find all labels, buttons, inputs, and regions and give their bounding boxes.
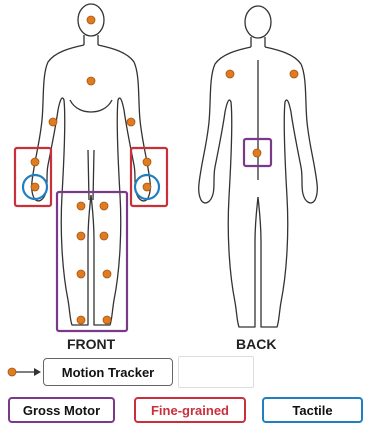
- tracker-dot-left-knee: [100, 232, 108, 240]
- tracker-dot-left-wrist: [143, 158, 151, 166]
- back-label: BACK: [236, 336, 276, 352]
- tracker-dot-right-elbow: [49, 118, 57, 126]
- legend-fine-grained-label: Fine-grained: [151, 403, 229, 418]
- tracker-dot-left-hand: [143, 183, 151, 191]
- legend-fine-grained: Fine-grained: [134, 397, 246, 423]
- tracker-dot-right-ankle: [77, 316, 85, 324]
- tracker-dot-right-wrist: [31, 158, 39, 166]
- legend-gross-motor: Gross Motor: [8, 397, 115, 423]
- tracker-dot-head: [87, 16, 95, 24]
- tracker-dot-back-left-shoulder: [290, 70, 298, 78]
- tracker-legend-icon: [8, 368, 41, 376]
- tracker-dot-back-lower: [253, 149, 261, 157]
- legend-motion-tracker-label: Motion Tracker: [62, 365, 154, 380]
- tracker-dot-back-right-shoulder: [226, 70, 234, 78]
- tracker-dot-left-thigh: [100, 202, 108, 210]
- legend-tactile-label: Tactile: [292, 403, 332, 418]
- legend-tactile: Tactile: [262, 397, 363, 423]
- tracker-dot-left-shin: [103, 270, 111, 278]
- gross-motor-region-legs: [57, 192, 127, 331]
- tracker-dot-chest: [87, 77, 95, 85]
- front-body-outline: [32, 4, 151, 325]
- legend-motion-tracker: Motion Tracker: [43, 358, 173, 386]
- legend-gross-motor-label: Gross Motor: [23, 403, 100, 418]
- tracker-dot-left-elbow: [127, 118, 135, 126]
- front-tracker-dots: [31, 16, 151, 324]
- tracker-dot-right-thigh: [77, 202, 85, 210]
- tracker-dot-right-knee: [77, 232, 85, 240]
- tracker-dot-left-ankle: [103, 316, 111, 324]
- tracker-dot-right-shin: [77, 270, 85, 278]
- front-label: FRONT: [67, 336, 115, 352]
- back-tracker-dots: [226, 70, 298, 157]
- legend-empty-box: [178, 356, 254, 388]
- tracker-dot-right-hand: [31, 183, 39, 191]
